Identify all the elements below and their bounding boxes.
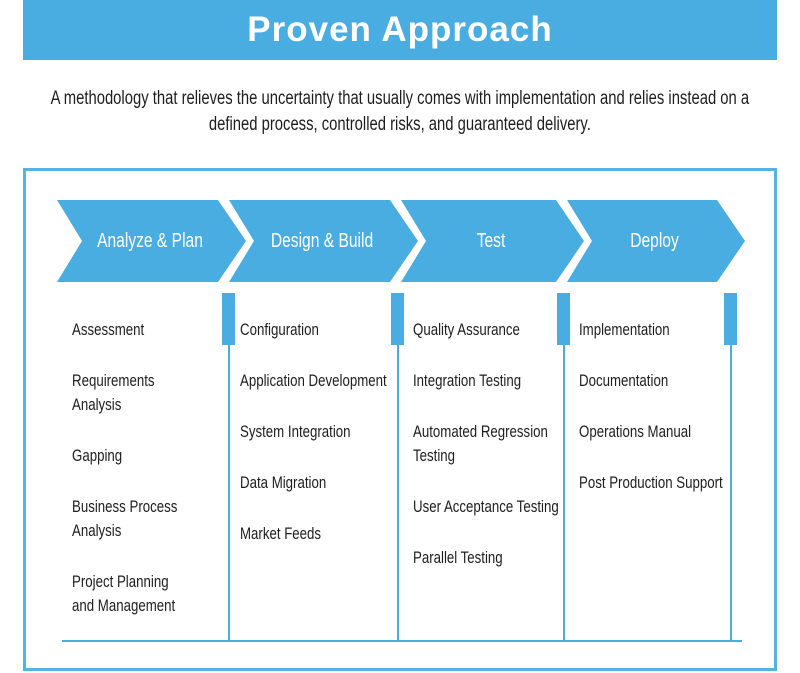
phase-label-analyze-plan: Analyze & Plan xyxy=(97,229,203,252)
list-item: Project Planning and Management xyxy=(72,572,176,615)
list-item: Application Development xyxy=(240,371,387,390)
list-item: System Integration xyxy=(240,422,351,441)
divider-line xyxy=(228,293,230,640)
list-item: Post Production Support xyxy=(579,473,723,492)
phase-list-test: Quality Assurance Integration Testing Au… xyxy=(413,318,565,597)
list-item: Data Migration xyxy=(240,473,327,492)
list-item: Parallel Testing xyxy=(413,548,503,567)
list-item: Requirements Analysis xyxy=(72,371,155,414)
list-item: Implementation xyxy=(579,320,670,339)
phase-arrow-analyze-plan xyxy=(57,200,246,282)
list-item: Integration Testing xyxy=(413,371,522,390)
phase-list-design-build: Configuration Application Development Sy… xyxy=(240,318,392,573)
list-item: Quality Assurance xyxy=(413,320,520,339)
divider-line xyxy=(397,293,399,640)
phase-arrow-deploy xyxy=(567,200,745,282)
phase-arrow-test xyxy=(401,200,584,282)
list-item: Business Process Analysis xyxy=(72,497,178,540)
subtitle-line-1: A methodology that relieves the uncertai… xyxy=(50,88,750,109)
phase-label-deploy: Deploy xyxy=(630,229,679,252)
list-item: Documentation xyxy=(579,371,669,390)
list-item: Market Feeds xyxy=(240,524,322,543)
bottom-rule xyxy=(62,640,742,642)
list-item: Assessment xyxy=(72,320,145,339)
phase-list-analyze-plan: Assessment Requirements Analysis Gapping… xyxy=(72,318,189,645)
list-item: Automated Regression Testing xyxy=(413,422,548,465)
process-diagram-box: Analyze & Plan Design & Build Test Deplo… xyxy=(23,168,777,671)
subtitle: A methodology that relieves the uncertai… xyxy=(20,86,780,138)
divider-line xyxy=(563,293,565,640)
page-title: Proven Approach xyxy=(247,10,553,49)
divider-line xyxy=(730,293,732,640)
phase-label-design-build: Design & Build xyxy=(270,229,374,252)
list-item: User Acceptance Testing xyxy=(413,497,559,516)
title-banner: Proven Approach xyxy=(23,0,777,60)
phase-arrow-design-build xyxy=(229,200,418,282)
phase-list-deploy: Implementation Documentation Operations … xyxy=(579,318,731,522)
list-item: Operations Manual xyxy=(579,422,692,441)
subtitle-line-2: defined process, controlled risks, and g… xyxy=(208,114,591,135)
phase-arrows xyxy=(57,200,745,282)
phase-label-test: Test xyxy=(476,229,506,252)
list-item: Gapping xyxy=(72,446,123,465)
list-item: Configuration xyxy=(240,320,319,339)
